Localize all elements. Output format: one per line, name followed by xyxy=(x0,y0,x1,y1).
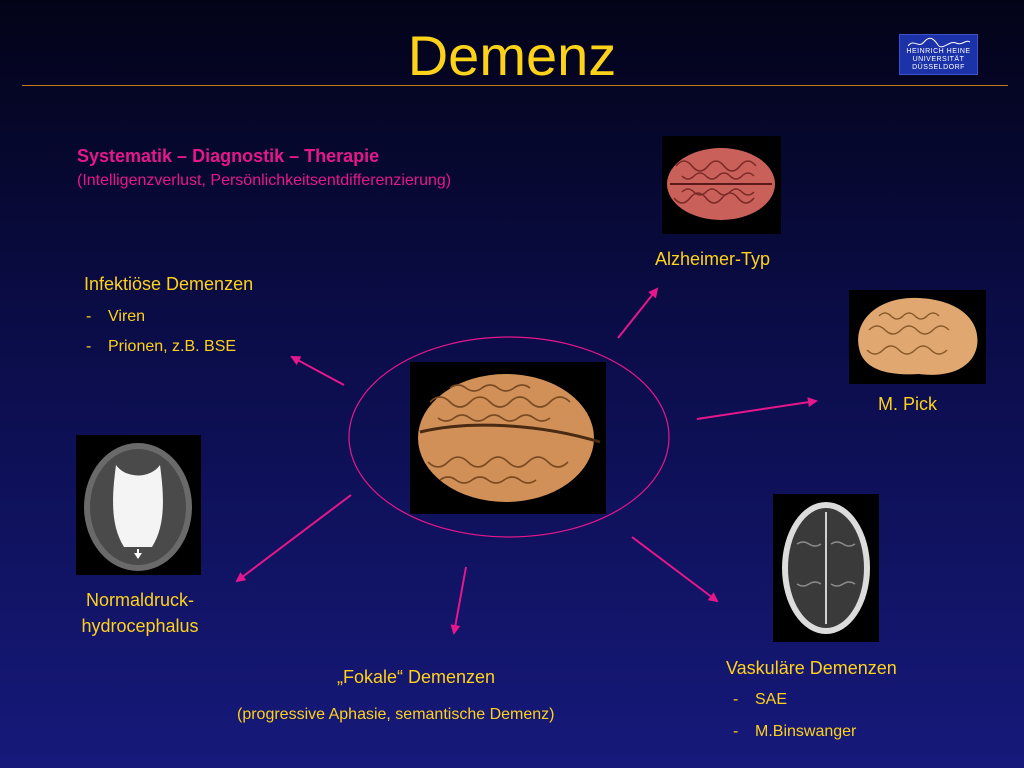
hydrocephalus-mri-image xyxy=(76,435,201,575)
infektioes-item-viren: -Viren xyxy=(86,308,145,326)
vaskulaer-label: Vaskuläre Demenzen xyxy=(726,658,897,678)
vaskulaer-item-binswanger: -M.Binswanger xyxy=(733,723,856,741)
vaskulaer-mri-image xyxy=(773,494,879,642)
vaskulaer-item-sae: -SAE xyxy=(733,691,787,709)
hydrocephalus-label-line2: hydrocephalus xyxy=(81,616,199,636)
brain-icon xyxy=(667,148,775,220)
brain-icon xyxy=(418,374,601,502)
alzheimer-label: Alzheimer-Typ xyxy=(655,249,771,269)
bullet-dash: - xyxy=(733,723,739,740)
pick-brain-image xyxy=(849,290,986,384)
item-text: Prionen, z.B. BSE xyxy=(108,338,237,355)
bullet-dash: - xyxy=(86,308,92,325)
logo-line-1: HEINRICH HEINE xyxy=(906,48,971,55)
intro-subheading: (Intelligenzverlust, Persönlichkeitsentd… xyxy=(77,172,452,189)
alzheimer-brain-image xyxy=(662,136,781,234)
mri-icon xyxy=(84,443,192,571)
center-brain-image xyxy=(410,362,606,514)
arrow-to-vaskulaer xyxy=(631,536,719,603)
infektioes-item-prionen: -Prionen, z.B. BSE xyxy=(86,338,236,356)
arrow-to-hydrocephalus xyxy=(235,494,352,583)
mri-icon xyxy=(782,502,870,634)
arrow-to-alzheimer xyxy=(617,287,659,339)
bullet-dash: - xyxy=(86,338,92,355)
intro-heading: Systematik – Diagnostik – Therapie xyxy=(77,146,380,166)
item-text: M.Binswanger xyxy=(755,723,857,740)
slide-title: Demenz xyxy=(407,24,617,87)
hydrocephalus-label-line1: Normaldruck- xyxy=(85,590,195,610)
fokal-label: „Fokale“ Demenzen xyxy=(337,667,496,687)
brain-icon xyxy=(858,297,978,375)
arrow-to-infektioes xyxy=(290,356,345,386)
logo-line-2: UNIVERSITÄT xyxy=(912,56,965,63)
bullet-dash: - xyxy=(733,691,739,708)
item-text: SAE xyxy=(755,691,788,708)
signature-icon xyxy=(907,37,971,48)
center-ellipse xyxy=(348,336,670,538)
pick-label: M. Pick xyxy=(878,394,938,414)
item-text: Viren xyxy=(108,308,146,325)
fokal-sub: (progressive Aphasie, semantische Demenz… xyxy=(237,706,555,723)
logo-line-3: DÜSSELDORF xyxy=(912,64,965,71)
arrow-to-pick xyxy=(696,397,818,420)
university-logo: HEINRICH HEINE UNIVERSITÄT DÜSSELDORF xyxy=(899,34,978,75)
title-divider xyxy=(22,85,1008,86)
arrow-to-fokal xyxy=(450,566,467,635)
infektioes-label: Infektiöse Demenzen xyxy=(84,274,254,294)
